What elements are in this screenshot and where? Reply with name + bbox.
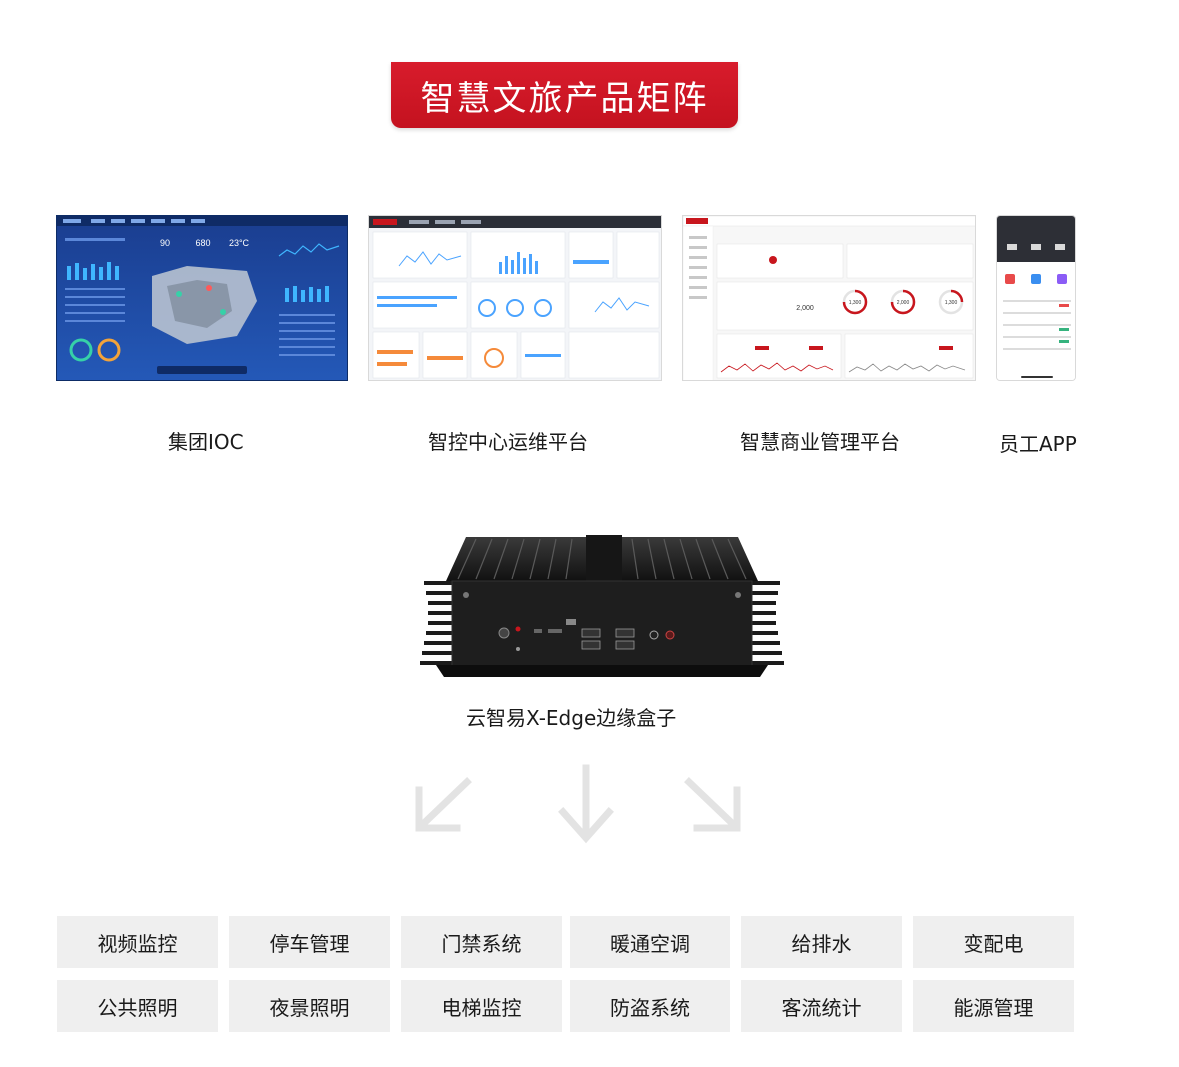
system-tile-hvac[interactable]: 暖通空调 <box>570 916 730 968</box>
system-tile-water[interactable]: 给排水 <box>741 916 902 968</box>
system-tile-visitor-flow[interactable]: 客流统计 <box>741 980 902 1032</box>
system-tile-energy[interactable]: 能源管理 <box>913 980 1074 1032</box>
product-label-commercial: 智慧商业管理平台 <box>740 430 900 454</box>
system-tile-video-surveillance[interactable]: 视频监控 <box>57 916 218 968</box>
ioc-dashboard-screenshot: 90 680 23°C <box>56 215 348 381</box>
product-label-ops: 智控中心运维平台 <box>428 430 588 454</box>
commercial-stat-2: 1,300 <box>849 300 862 306</box>
page-title: 智慧文旅产品矩阵 <box>391 62 738 128</box>
ioc-stat-3: 23°C <box>229 238 250 248</box>
ioc-stat-1: 90 <box>160 238 170 248</box>
employee-app-screenshot <box>996 215 1076 381</box>
commercial-stat-1: 2,000 <box>796 305 814 312</box>
system-tile-public-lighting[interactable]: 公共照明 <box>57 980 218 1032</box>
commercial-platform-screenshot: 2,000 1,300 2,000 1,300 <box>682 215 976 381</box>
distribution-arrows <box>415 764 741 844</box>
system-tile-parking[interactable]: 停车管理 <box>229 916 390 968</box>
product-label-employee-app: 员工APP <box>999 432 1077 456</box>
commercial-stat-3: 2,000 <box>897 300 910 306</box>
system-tile-access-control[interactable]: 门禁系统 <box>401 916 562 968</box>
edge-box-device-image <box>420 535 784 677</box>
system-tile-night-lighting[interactable]: 夜景照明 <box>229 980 390 1032</box>
system-tile-elevator[interactable]: 电梯监控 <box>401 980 562 1032</box>
system-tile-anti-theft[interactable]: 防盗系统 <box>570 980 730 1032</box>
ioc-stat-2: 680 <box>195 238 210 248</box>
ops-platform-screenshot <box>368 215 662 381</box>
edge-box-label: 云智易X-Edge边缘盒子 <box>466 706 677 730</box>
commercial-stat-4: 1,300 <box>945 300 958 306</box>
product-label-ioc: 集团IOC <box>168 430 244 454</box>
system-tile-power-distribution[interactable]: 变配电 <box>913 916 1074 968</box>
